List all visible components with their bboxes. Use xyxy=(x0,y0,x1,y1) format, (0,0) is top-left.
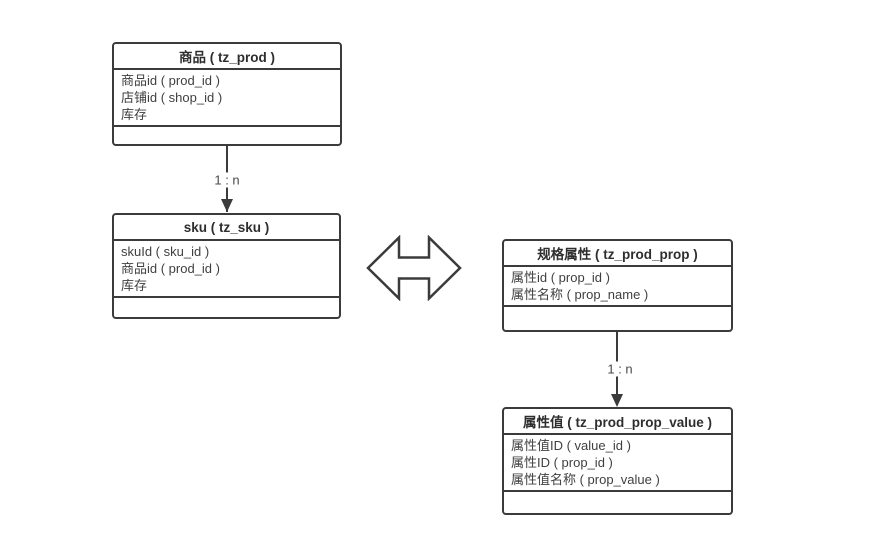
entity-table-sku: sku ( tz_sku ) skuId ( sku_id ) 商品id ( p… xyxy=(112,213,341,319)
field-row: 属性名称 ( prop_name ) xyxy=(511,287,649,302)
cardinality-label-prod-sku: 1 : n xyxy=(211,172,243,188)
field-row: 库存 xyxy=(121,278,148,293)
entity-fields-prod-prop: 属性id ( prop_id ) 属性名称 ( prop_name ) xyxy=(504,267,731,307)
field-row: 属性值ID ( value_id ) xyxy=(511,438,631,453)
entity-footer xyxy=(114,127,340,144)
entity-title-prod: 商品 ( tz_prod ) xyxy=(114,44,340,70)
field-row: 商品id ( prod_id ) xyxy=(121,73,220,88)
cardinality-label-prop-value: 1 : n xyxy=(604,361,636,377)
arrowhead-down-icon xyxy=(221,199,233,212)
field-row: 属性ID ( prop_id ) xyxy=(511,455,613,470)
entity-fields-prod-prop-value: 属性值ID ( value_id ) 属性ID ( prop_id ) 属性值名… xyxy=(504,435,731,492)
entity-footer xyxy=(504,492,731,513)
field-row: 商品id ( prod_id ) xyxy=(121,261,220,276)
field-row: skuId ( sku_id ) xyxy=(121,244,210,259)
entity-fields-prod: 商品id ( prod_id ) 店铺id ( shop_id ) 库存 xyxy=(114,70,340,127)
field-row: 属性值名称 ( prop_value ) xyxy=(511,472,660,487)
entity-title-prod-prop-value: 属性值 ( tz_prod_prop_value ) xyxy=(504,409,731,435)
field-row: 店铺id ( shop_id ) xyxy=(121,90,223,105)
double-headed-arrow-icon xyxy=(366,235,462,301)
entity-fields-sku: skuId ( sku_id ) 商品id ( prod_id ) 库存 xyxy=(114,241,339,298)
entity-title-prod-prop: 规格属性 ( tz_prod_prop ) xyxy=(504,241,731,267)
entity-table-prod-prop: 规格属性 ( tz_prod_prop ) 属性id ( prop_id ) 属… xyxy=(502,239,733,332)
entity-table-prod: 商品 ( tz_prod ) 商品id ( prod_id ) 店铺id ( s… xyxy=(112,42,342,146)
entity-footer xyxy=(114,298,339,317)
entity-footer xyxy=(504,307,731,330)
field-row: 库存 xyxy=(121,107,148,122)
entity-table-prod-prop-value: 属性值 ( tz_prod_prop_value ) 属性值ID ( value… xyxy=(502,407,733,515)
field-row: 属性id ( prop_id ) xyxy=(511,270,610,285)
arrowhead-down-icon xyxy=(611,394,623,407)
entity-title-sku: sku ( tz_sku ) xyxy=(114,215,339,241)
